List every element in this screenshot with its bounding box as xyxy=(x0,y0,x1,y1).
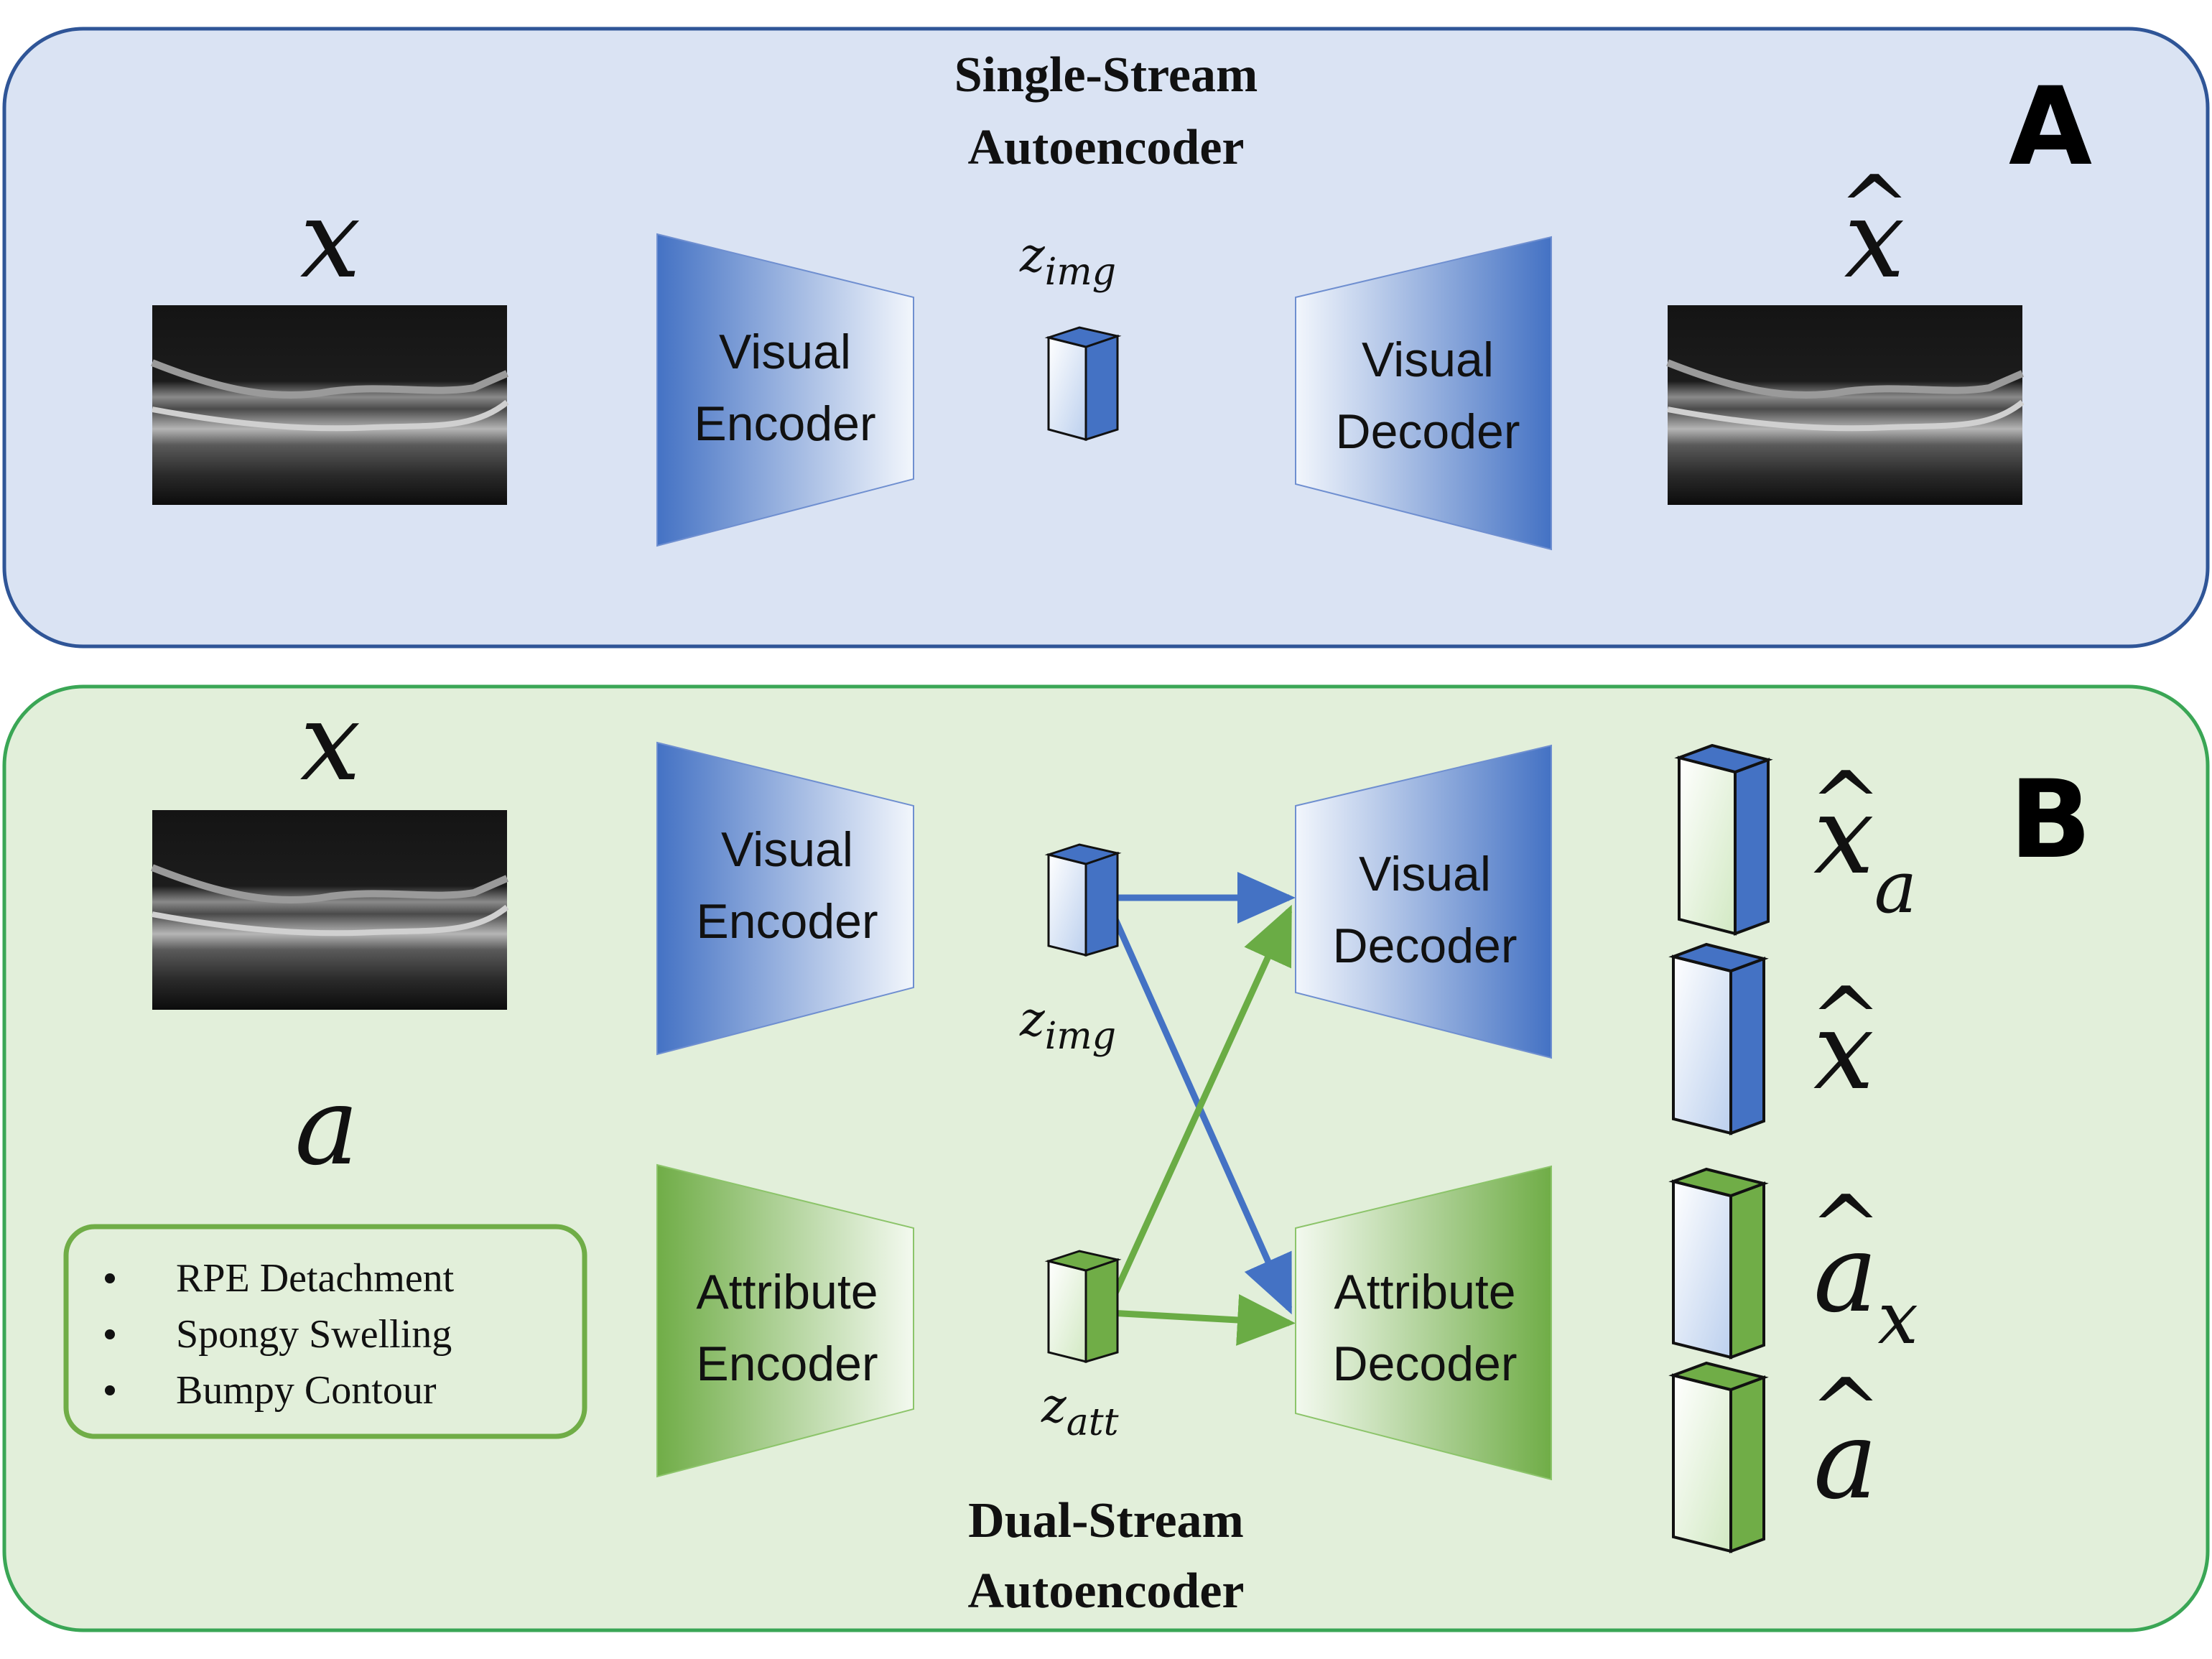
panel-b-latent-img-label: zimg xyxy=(1019,992,1116,1058)
panel-b-attr-encoder-label-line2: Encoder xyxy=(696,1337,878,1391)
arrow-zatt-to-visual-decoder xyxy=(1106,904,1293,1307)
output-hat-1: ^ xyxy=(1810,754,1882,854)
panel-a-letter: A xyxy=(2009,65,2092,190)
attribute-item-bumpy-contour: Bumpy Contour xyxy=(176,1368,437,1413)
panel-a-input-image xyxy=(151,305,509,505)
panel-a-encoder-label-line2: Encoder xyxy=(694,396,875,451)
panel-b-visual-encoder-label-line2: Encoder xyxy=(696,894,878,949)
panel-b-title-line2: Autoencoder xyxy=(968,1563,1245,1619)
output-label-a-hat: a xyxy=(1813,1398,1877,1523)
panel-b-visual-encoder-label-line1: Visual xyxy=(721,822,853,877)
output-hat-2: ^ xyxy=(1810,970,1882,1069)
attribute-bullet xyxy=(105,1385,115,1395)
attribute-list-box xyxy=(63,1224,587,1439)
output-label-a-hat-x: ax xyxy=(1813,1212,1918,1360)
panel-a-title-line1: Single-Stream xyxy=(954,47,1258,103)
output-cube-a-hat xyxy=(1668,1361,1769,1553)
output-hat-3: ^ xyxy=(1810,1178,1882,1278)
panel-b-visual-decoder-label-line2: Decoder xyxy=(1332,919,1517,973)
output-cube-x-hat xyxy=(1668,942,1769,1135)
panel-b-latent-img-cube xyxy=(1044,843,1122,957)
panel-b-attr-decoder-label-line2: Decoder xyxy=(1332,1337,1517,1391)
attribute-bullet xyxy=(105,1273,115,1283)
panel-a-visual-decoder xyxy=(1295,236,1552,551)
output-label-x-hat-a: xa xyxy=(1813,773,1917,929)
panel-a-output-symbol: x xyxy=(1844,177,1905,302)
panel-a-latent-cube xyxy=(1044,326,1122,442)
attribute-item-rpe-detachment: RPE Detachment xyxy=(176,1256,455,1301)
panel-b-background xyxy=(2,684,2210,1632)
output-cube-a-hat-x xyxy=(1668,1167,1769,1360)
panel-b-title-line1: Dual-Stream xyxy=(968,1493,1244,1548)
panel-b-attribute-encoder xyxy=(656,1163,914,1478)
panel-b-latent-att-cube xyxy=(1044,1250,1122,1364)
panel-b-attr-decoder-label-line1: Attribute xyxy=(1334,1265,1515,1319)
arrow-zatt-to-attribute-decoder xyxy=(1109,1294,1296,1346)
panel-b-input-attr-symbol: a xyxy=(294,1064,358,1189)
panel-a-decoder-label-line1: Visual xyxy=(1362,333,1494,387)
panel-b-attribute-decoder xyxy=(1295,1165,1552,1481)
panel-b-attr-encoder-label-line1: Attribute xyxy=(696,1265,878,1319)
panel-a-output-hat: ^ xyxy=(1839,158,1911,258)
panel-a-latent-label: zimg xyxy=(1019,228,1116,294)
panel-b-latent-att-label: zatt xyxy=(1041,1378,1119,1444)
panel-b-visual-decoder-label-line1: Visual xyxy=(1359,847,1491,901)
panel-a-title-line2: Autoencoder xyxy=(968,120,1245,175)
attribute-item-spongy-swelling: Spongy Swelling xyxy=(176,1312,452,1357)
panel-b-letter: B xyxy=(2009,758,2091,883)
panel-b-input-image-symbol: x xyxy=(300,680,361,805)
panel-a-input-symbol: x xyxy=(300,177,361,302)
attribute-bullet xyxy=(105,1329,115,1339)
panel-b-visual-decoder xyxy=(1295,744,1552,1059)
panel-a-encoder-label-line1: Visual xyxy=(719,325,851,379)
panel-a-output-image xyxy=(1666,305,2025,505)
panel-a-decoder-label-line2: Decoder xyxy=(1335,404,1520,459)
output-cube-x-hat-a xyxy=(1674,743,1773,936)
attribute-list: RPE Detachment Spongy Swelling Bumpy Con… xyxy=(105,1256,455,1413)
panel-a-visual-encoder xyxy=(656,233,914,547)
panel-b-visual-encoder xyxy=(656,741,914,1056)
output-label-x-hat: x xyxy=(1813,989,1874,1114)
output-hat-4: ^ xyxy=(1810,1361,1882,1461)
panel-b-input-image xyxy=(151,810,509,1010)
